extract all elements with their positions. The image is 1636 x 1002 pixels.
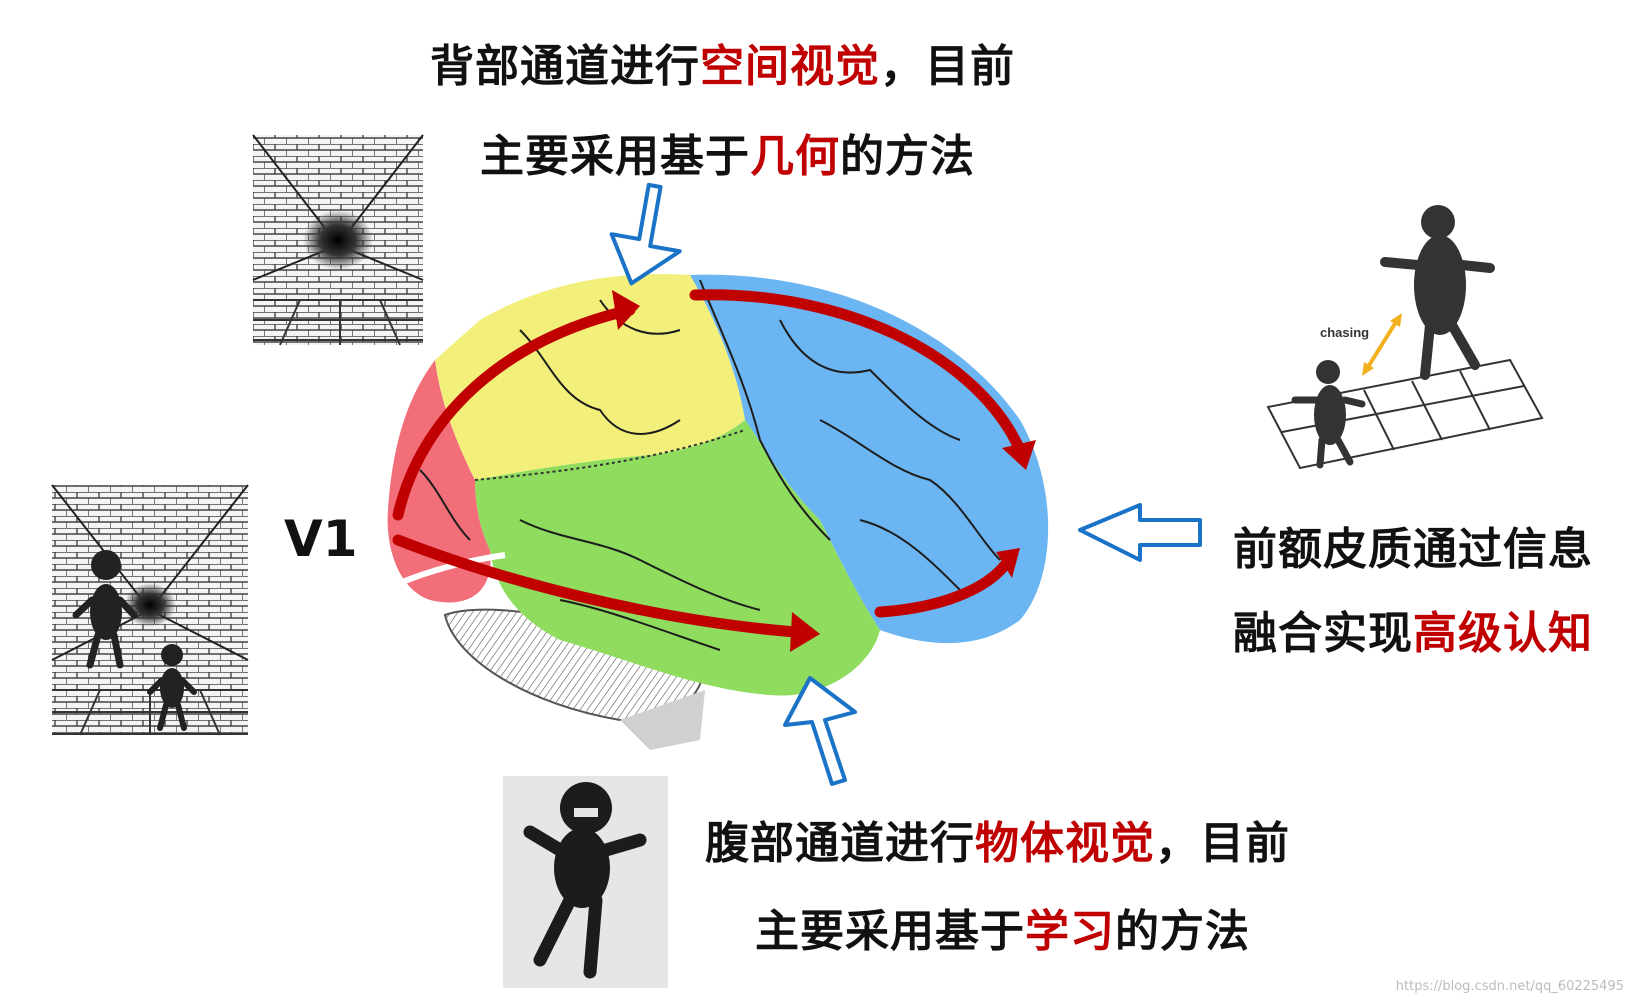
frontal-caption-line1: 前额皮质通过信息: [1233, 528, 1593, 572]
object-figure-image: [503, 776, 668, 988]
dorsal-line2-prefix: 主要采用基于: [480, 131, 750, 182]
ventral-hint-arrow: [783, 676, 857, 786]
ventral-line1-prefix: 腹部通道进行: [705, 818, 975, 869]
ventral-line2-prefix: 主要采用基于: [755, 906, 1025, 957]
ventral-caption-line1: 腹部通道进行物体视觉，目前: [705, 822, 1290, 866]
dorsal-line2-highlight: 几何: [750, 131, 840, 182]
dorsal-pathway-arrow: [392, 290, 640, 521]
integration-pathway-arrow: [874, 548, 1020, 618]
ventral-line1-suffix: ，目前: [1155, 818, 1290, 869]
ventral-pathway-arrow: [392, 534, 820, 652]
frontal-line2-highlight: 高级认知: [1413, 608, 1593, 659]
chasing-label: chasing: [1320, 325, 1369, 340]
frontal-hint-arrow: [1078, 503, 1202, 562]
dorsal-line1-prefix: 背部通道进行: [430, 41, 700, 92]
chaser-figure: [1380, 205, 1495, 380]
ventral-line2-highlight: 学习: [1025, 906, 1115, 957]
v1-label: V1: [284, 510, 358, 568]
brain: [387, 274, 1049, 750]
ventral-line2-suffix: 的方法: [1115, 906, 1250, 957]
dorsal-caption-line1: 背部通道进行空间视觉，目前: [430, 45, 1015, 89]
ventral-caption-line2: 主要采用基于学习的方法: [755, 910, 1250, 954]
tunnel-figures-image: [51, 484, 249, 736]
dorsal-line1-suffix: ，目前: [880, 41, 1015, 92]
figure-far: [147, 644, 197, 731]
watermark: https://blog.csdn.net/qq_60225495: [1395, 979, 1624, 994]
gyri-lines: [419, 279, 1001, 651]
brainstem: [620, 690, 705, 750]
frontal-caption-line2: 融合实现高级认知: [1233, 612, 1593, 656]
frontal-pathway-arrow: [689, 289, 1036, 470]
target-figure: [1291, 360, 1366, 469]
dorsal-caption-line2: 主要采用基于几何的方法: [480, 135, 975, 179]
chase-arrow: [1362, 313, 1402, 376]
frontal-line1: 前额皮质通过信息: [1233, 524, 1593, 575]
parietal-lobe: [435, 274, 745, 480]
figure-near: [72, 550, 138, 669]
chasing-scene-image: chasing: [1266, 205, 1544, 470]
dorsal-line1-highlight: 空间视觉: [700, 41, 880, 92]
tunnel-image: [252, 134, 424, 346]
dorsal-line2-suffix: 的方法: [840, 131, 975, 182]
frontal-line2-prefix: 融合实现: [1233, 608, 1413, 659]
ventral-line1-highlight: 物体视觉: [975, 818, 1155, 869]
dorsal-hint-arrow: [609, 182, 682, 286]
